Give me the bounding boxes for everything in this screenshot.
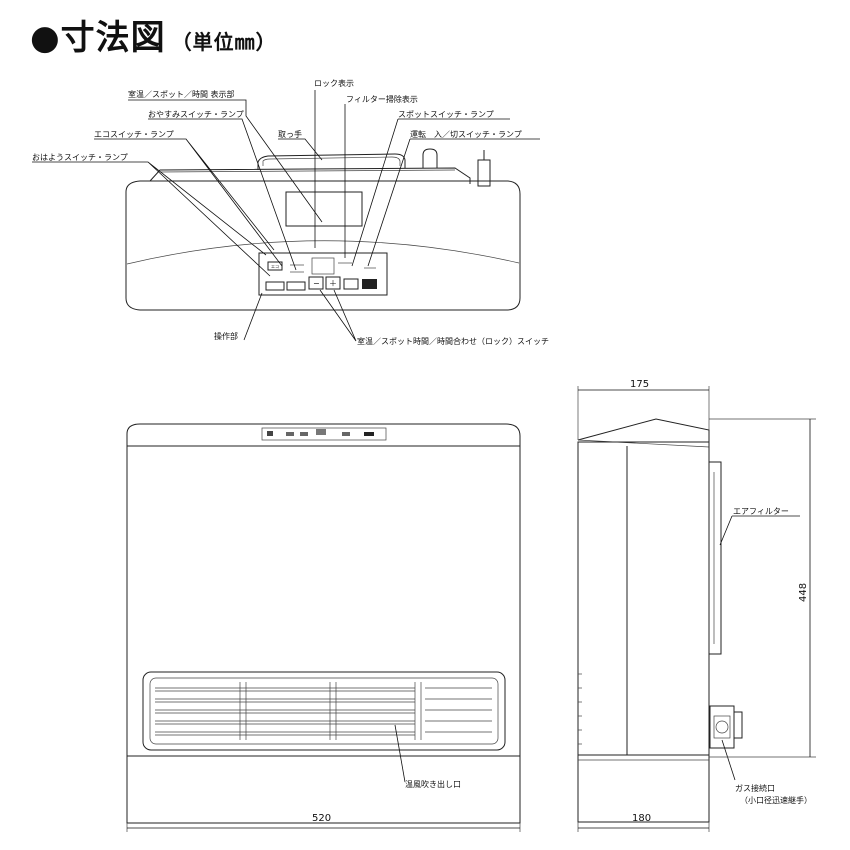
callout-labels: ロック表示 室温／スポット／時間 表示部 フィルター掃除表示 おやすみスイッチ・… <box>32 78 549 346</box>
callout-run: 運転 入／切スイッチ・ランプ <box>410 130 522 139</box>
oyasumi-button[interactable] <box>286 281 306 291</box>
callout-oyasumi: おやすみスイッチ・ランプ <box>148 110 244 119</box>
warm-air-grille[interactable] <box>142 671 506 751</box>
side-base <box>577 754 710 823</box>
eco-button-label: エコ <box>271 264 279 269</box>
callout-lock: ロック表示 <box>314 78 354 88</box>
ohayou-button[interactable] <box>265 281 285 291</box>
front-control-strip <box>261 427 387 441</box>
side-body <box>577 441 710 756</box>
callout-gas-sub: （小口径迅速継手） <box>740 795 812 805</box>
side-knob <box>477 159 491 187</box>
side-top <box>577 418 710 447</box>
front-base <box>126 755 521 824</box>
callout-air-filter: エアフィルター <box>733 507 789 516</box>
page-title: ●寸法図（単位㎜） <box>30 10 277 59</box>
gas-connector <box>709 705 735 749</box>
height-dimension: 448 <box>798 583 809 602</box>
callout-leaders <box>32 90 540 342</box>
body-outline <box>125 180 521 311</box>
title-unit: （単位㎜） <box>171 30 277 54</box>
width-dimension: 520 <box>312 813 331 824</box>
callout-adjust: 室温／スポット時間／時間合わせ（ロック）スイッチ <box>357 336 549 346</box>
control-panel <box>258 252 388 296</box>
front-top-cap <box>126 423 521 447</box>
callout-display: 室温／スポット／時間 表示部 <box>128 89 235 99</box>
top-detail-view: エコ − ＋ <box>125 148 521 311</box>
front-view: 温風吹き出し口 520 <box>126 423 521 832</box>
callout-panel: 操作部 <box>214 331 238 341</box>
run-button[interactable] <box>362 279 377 289</box>
minus-button-label: − <box>313 279 320 288</box>
title-main: ●寸法図 <box>30 18 166 58</box>
minus-button[interactable] <box>308 276 324 290</box>
side-view: エアフィルター ガス接続口 （小口径迅速継手） 175 180 448 <box>577 379 816 832</box>
display-window <box>285 191 363 227</box>
callout-eco: エコスイッチ・ランプ <box>94 130 174 139</box>
callout-ohayou: おはようスイッチ・ランプ <box>32 153 128 162</box>
callout-outlet: 温風吹き出し口 <box>405 779 461 789</box>
plus-button-label: ＋ <box>329 279 337 288</box>
callout-handle: 取っ手 <box>278 129 302 139</box>
depth-bottom-dimension: 180 <box>632 813 651 824</box>
panel-display <box>311 257 335 275</box>
top-cap <box>149 167 471 184</box>
callout-gas: ガス接続口 <box>735 783 775 793</box>
spot-button[interactable] <box>343 278 359 290</box>
callout-filter-clean: フィルター掃除表示 <box>346 94 418 104</box>
grille-slats <box>155 682 492 740</box>
air-filter <box>708 461 722 655</box>
plus-button[interactable] <box>325 276 341 290</box>
front-body <box>126 445 521 757</box>
depth-top-dimension: 175 <box>630 379 649 390</box>
callout-spot: スポットスイッチ・ランプ <box>398 110 494 119</box>
